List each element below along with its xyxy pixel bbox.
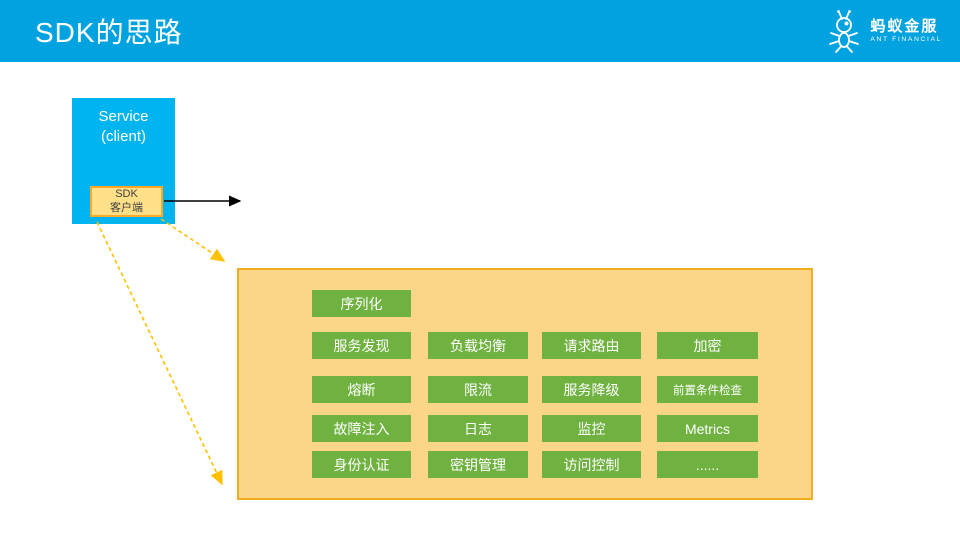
feature-shape-authentication: 身份认证 <box>312 451 411 478</box>
sdk-label-line2: 客户端 <box>110 201 143 214</box>
brand-subtitle: ANT FINANCIAL <box>870 36 942 44</box>
service-label-line1: Service <box>98 108 149 125</box>
expand-connector-top <box>160 218 226 262</box>
page-title: SDK的思路 <box>35 17 183 48</box>
sdk-client-shape: SDK 客户端 <box>90 186 163 217</box>
header-bar: SDK的思路 蚂蚁 <box>0 0 960 62</box>
feature-shape-service-degradation: 服务降级 <box>542 376 641 403</box>
feature-shape-serialization: 序列化 <box>312 290 411 317</box>
brand-text: 蚂蚁金服 ANT FINANCIAL <box>870 17 942 44</box>
feature-shape-metrics: Metrics <box>657 415 758 442</box>
feature-shape-key-management: 密钥管理 <box>428 451 528 478</box>
feature-shape-request-routing: 请求路由 <box>542 332 641 359</box>
feature-shape-rate-limiting: 限流 <box>428 376 528 403</box>
service-label-line2: (client) <box>100 128 146 146</box>
expand-connector-bottom <box>96 221 223 486</box>
feature-shape-encryption: 加密 <box>657 332 758 359</box>
feature-shape-logging: 日志 <box>428 415 528 442</box>
feature-shape-monitoring: 监控 <box>542 415 641 442</box>
ant-icon <box>824 8 864 54</box>
feature-shape-access-control: 访问控制 <box>542 451 641 478</box>
feature-shape-load-balancing: 负载均衡 <box>428 332 528 359</box>
sdk-label-line1: SDK <box>115 188 138 201</box>
feature-shape-precondition-check: 前置条件检查 <box>657 376 758 403</box>
feature-shape-ellipsis: ...... <box>657 451 758 478</box>
brand-logo: 蚂蚁金服 ANT FINANCIAL <box>824 7 942 55</box>
feature-shape-circuit-breaking: 熔断 <box>312 376 411 403</box>
feature-shape-service-discovery: 服务发现 <box>312 332 411 359</box>
brand-name: 蚂蚁金服 <box>870 17 939 35</box>
feature-shape-fault-injection: 故障注入 <box>312 415 411 442</box>
